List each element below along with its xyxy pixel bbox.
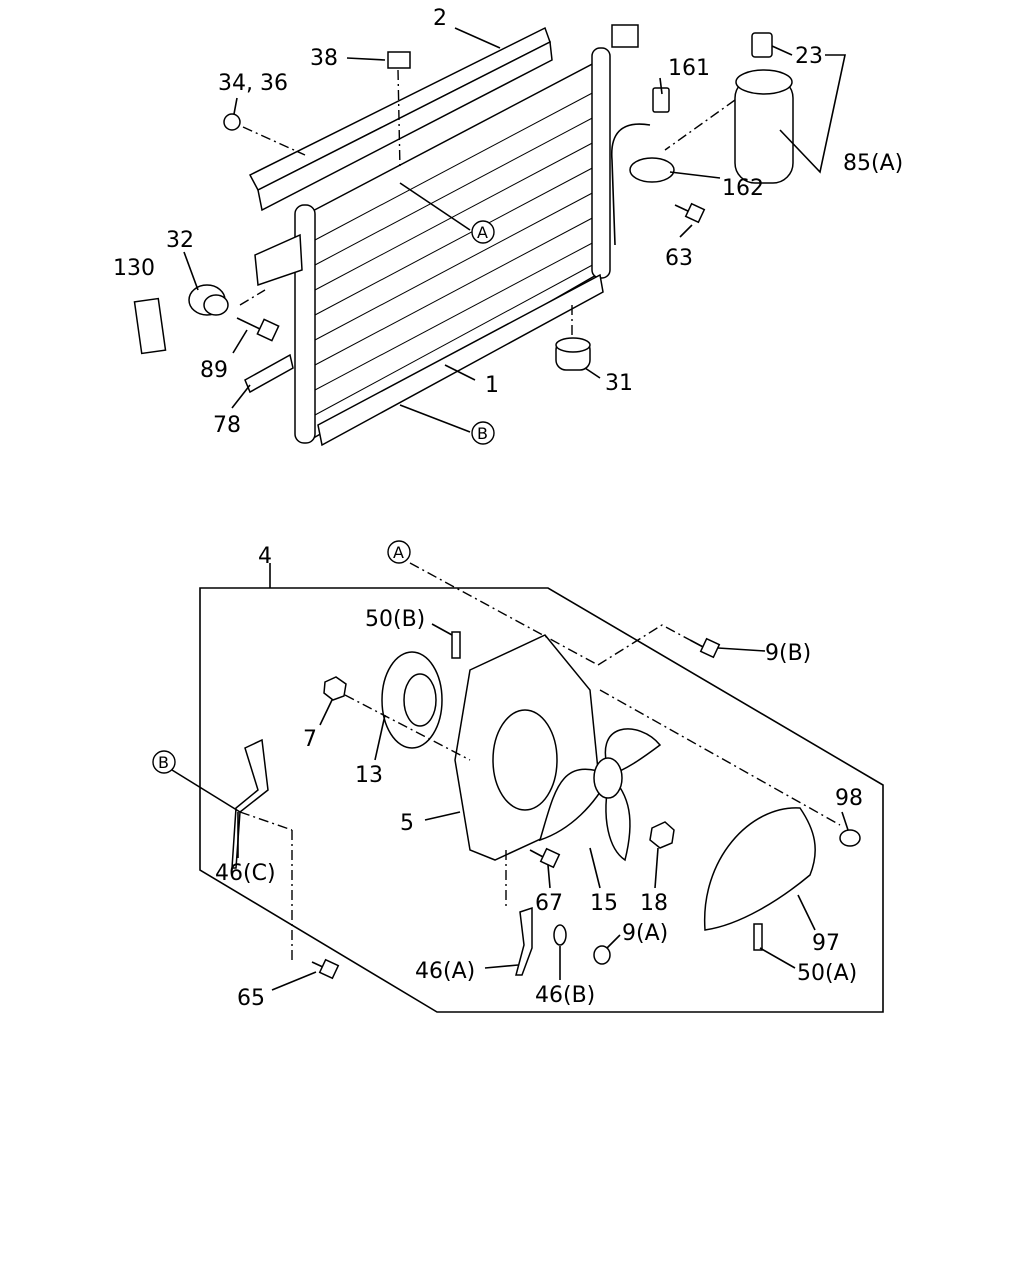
label-9a: 9(A) [622, 921, 668, 946]
clip-46b-part [553, 924, 567, 946]
lower-rail-part [317, 273, 604, 447]
svg-text:B: B [477, 424, 488, 443]
svg-text:A: A [393, 543, 404, 562]
label-130: 130 [113, 256, 155, 281]
bracket-46a-part [515, 906, 533, 976]
svg-text:A: A [477, 223, 488, 242]
ref-b-lower: B [152, 750, 176, 774]
cap-31-part [555, 337, 591, 371]
clip-50b-part [451, 631, 461, 659]
label-65: 65 [237, 986, 265, 1011]
receiver-drier-part [734, 69, 794, 184]
label-67: 67 [535, 891, 563, 916]
label-98: 98 [835, 786, 863, 811]
condenser-core [304, 58, 606, 442]
label-31: 31 [605, 371, 633, 396]
pressure-switch-part [751, 32, 773, 58]
label-15: 15 [590, 891, 618, 916]
clip-38-part [387, 51, 411, 69]
clip-50a-part [753, 923, 763, 951]
condenser-assembly [244, 24, 639, 447]
nut-7-part [323, 676, 347, 701]
bracket-46c-part [231, 738, 269, 869]
bolt-67-part [529, 847, 561, 869]
label-2: 2 [433, 6, 447, 31]
label-97: 97 [812, 931, 840, 956]
bolt-63-part [674, 202, 706, 224]
rubber-bushing-part [188, 284, 229, 316]
label-13: 13 [355, 763, 383, 788]
label-89: 89 [200, 358, 228, 383]
upper-rail-lower-face [257, 40, 553, 212]
lower-bracket-part [244, 353, 294, 394]
fan-motor-part [381, 651, 443, 749]
label-5: 5 [400, 811, 414, 836]
label-50b: 50(B) [365, 607, 425, 632]
bolt-89-part [236, 317, 280, 342]
label-46a: 46(A) [415, 959, 475, 984]
upper-dash-lines [239, 69, 736, 335]
label-4: 4 [258, 544, 272, 569]
label-18: 18 [640, 891, 668, 916]
label-34-36: 34, 36 [218, 71, 288, 96]
label-32: 32 [166, 228, 194, 253]
upper-leader-lines [183, 27, 846, 433]
label-1: 1 [485, 373, 499, 398]
fan-guard-part [704, 807, 816, 931]
label-161: 161 [668, 56, 710, 81]
label-23: 23 [795, 44, 823, 69]
screw-9a-part [593, 945, 611, 965]
label-46b: 46(B) [535, 983, 595, 1008]
ref-a-upper: A [471, 220, 495, 244]
right-tank [591, 47, 611, 279]
pipe-part [610, 123, 651, 246]
ref-a-lower: A [387, 540, 411, 564]
bolt-65-part [311, 958, 340, 980]
top-clip [611, 24, 639, 48]
condenser-fins [314, 89, 599, 416]
clip-98-part [839, 829, 861, 847]
label-78: 78 [213, 413, 241, 438]
bolt-9b-part [689, 637, 721, 659]
label-9b: 9(B) [765, 641, 811, 666]
lower-leader-lines [171, 563, 849, 991]
svg-text:B: B [158, 753, 169, 772]
label-63: 63 [665, 246, 693, 271]
label-38: 38 [310, 46, 338, 71]
nut-18-part [649, 821, 675, 849]
label-7: 7 [303, 727, 317, 752]
fan-assembly-boundary [199, 587, 884, 1013]
label-50a: 50(A) [797, 961, 857, 986]
label-85a: 85(A) [843, 151, 903, 176]
fan-shroud-part [454, 634, 601, 861]
lower-dash-lines [239, 562, 841, 960]
fan-blade-part [538, 728, 662, 862]
ref-b-upper: B [471, 421, 495, 445]
label-162: 162 [722, 176, 764, 201]
bracket-162-part [629, 157, 675, 183]
label-46c: 46(C) [215, 861, 276, 886]
left-mount-bracket [254, 233, 303, 287]
insulator-pad-part [133, 297, 167, 355]
screw-3436-part [223, 113, 241, 131]
